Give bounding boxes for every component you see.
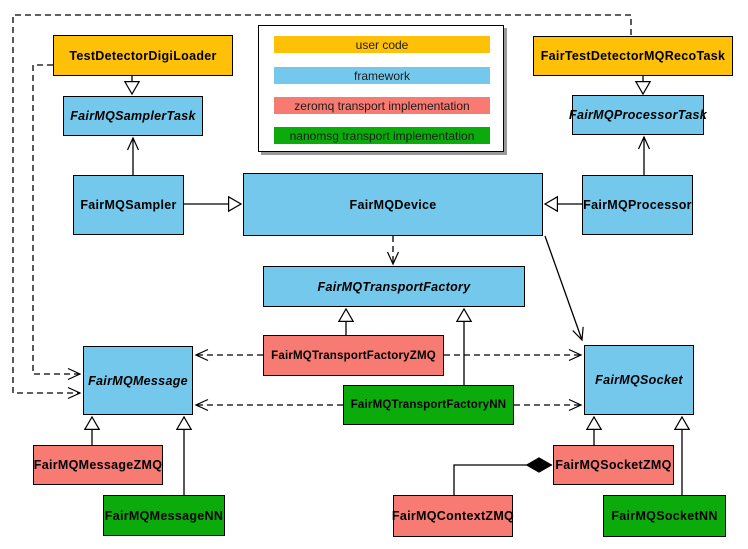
legend-item-user-code: user code: [274, 36, 490, 53]
node-fairmq-context-zmq: FairMQContextZMQ: [392, 495, 514, 537]
node-fairmq-transport-factory: FairMQTransportFactory: [263, 266, 525, 307]
edges-association: [126, 135, 651, 342]
edge-recotask-message: [12, 14, 632, 400]
node-fairmq-socket: FairMQSocket: [584, 345, 694, 415]
legend-item-framework: framework: [274, 67, 490, 84]
node-fairmq-sampler: FairMQSampler: [73, 175, 184, 235]
node-fairmq-processor-task: FairMQProcessorTask: [569, 95, 707, 135]
node-fairmq-transport-factory-nn: FairMQTransportFactoryNN: [343, 385, 514, 425]
node-fairmq-message-nn: FairMQMessageNN: [103, 495, 225, 536]
edge-device-socket: [544, 235, 584, 342]
node-fairmq-socket-nn: FairMQSocketNN: [603, 495, 726, 537]
node-fairmq-sampler-task: FairMQSamplerTask: [63, 96, 203, 136]
node-fair-test-detector-mq-reco-task: FairTestDetectorMQRecoTask: [533, 36, 733, 76]
edge-contextzmq-socketzmq: [453, 465, 552, 495]
node-fairmq-processor: FairMQProcessor: [582, 175, 693, 235]
edge-digiloader-message: [32, 64, 82, 381]
legend-item-zeromq: zeromq transport implementation: [274, 97, 490, 114]
legend-item-nanomsg: nanomsg transport implementation: [274, 127, 490, 144]
edges-inheritance: [92, 76, 682, 495]
node-fairmq-socket-zmq: FairMQSocketZMQ: [553, 445, 674, 485]
node-fairmq-device: FairMQDevice: [243, 173, 543, 236]
node-test-detector-digi-loader: TestDetectorDigiLoader: [53, 35, 233, 76]
node-fairmq-transport-factory-zmq: FairMQTransportFactoryZMQ: [263, 335, 444, 376]
node-fairmq-message: FairMQMessage: [83, 346, 193, 415]
edge-composition: [453, 465, 552, 495]
node-fairmq-message-zmq: FairMQMessageZMQ: [33, 445, 163, 485]
legend: user code framework zeromq transport imp…: [258, 25, 504, 152]
edges-dependency: [12, 14, 632, 412]
